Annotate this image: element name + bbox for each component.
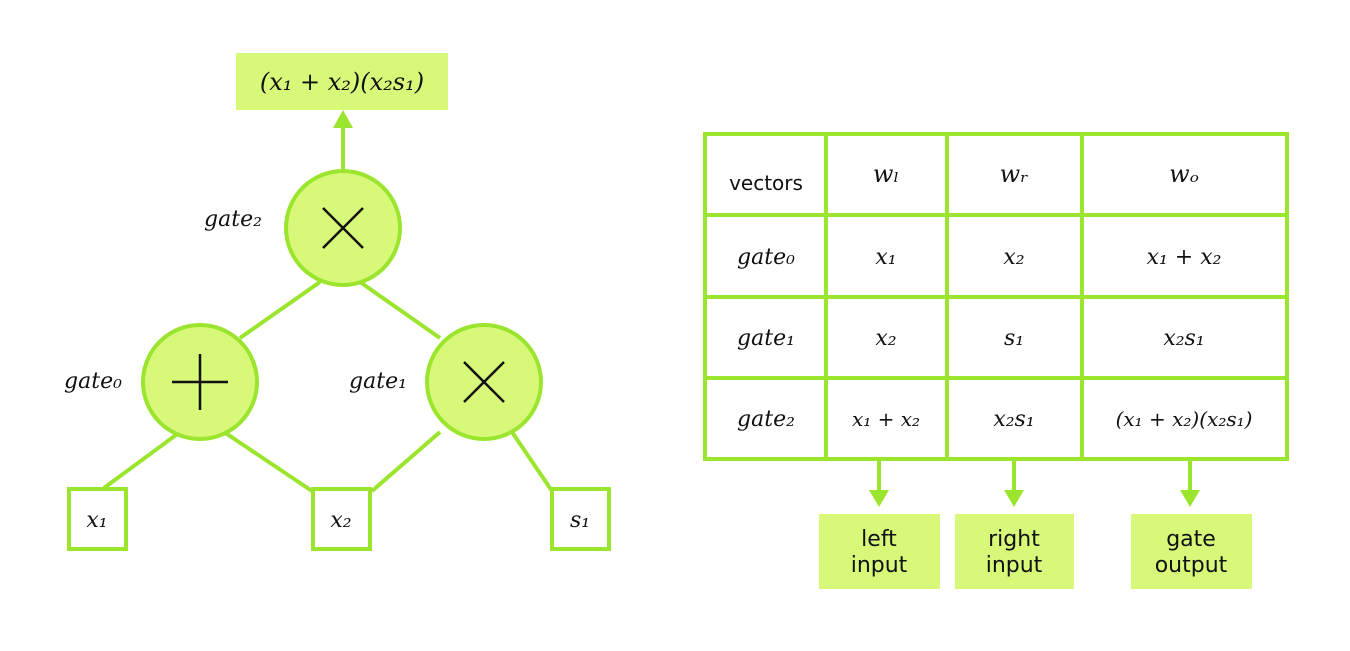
output-box-bg <box>236 53 448 110</box>
input-node-x1: x₁ <box>67 487 128 551</box>
arrow-down-icon <box>1004 490 1024 507</box>
callout-left-input: left input <box>819 459 940 589</box>
arrow-down-icon <box>869 490 889 507</box>
output-arrowhead <box>333 110 353 128</box>
table-cell: gate₂ <box>737 407 795 432</box>
times-icon <box>322 207 364 249</box>
input-node-x2: x₂ <box>311 487 372 551</box>
gate1-label: gate₁ <box>349 369 407 394</box>
plus-icon <box>172 354 228 410</box>
output-box: (x₁ + x₂)(x₂s₁) <box>236 53 448 110</box>
input-label-x1: x₁ <box>86 508 107 533</box>
gate-node-2: gate₂ <box>204 169 402 287</box>
gate0-label: gate₀ <box>64 369 122 394</box>
table-header-wl: wₗ <box>873 160 899 188</box>
table-cell: x₂s₁ <box>1163 326 1204 351</box>
callout-box <box>955 514 1074 589</box>
table-cell: (x₁ + x₂)(x₂s₁) <box>1116 407 1253 431</box>
table-grid <box>703 132 1289 461</box>
edge-gate1-gate2 <box>358 280 442 340</box>
edge-x1-gate0 <box>102 430 182 490</box>
callout-box <box>1131 514 1252 589</box>
callout-box <box>819 514 940 589</box>
gate-node-1: gate₁ <box>349 323 543 441</box>
gate-node-0: gate₀ <box>64 323 259 441</box>
edge-gate0-gate2 <box>238 280 322 340</box>
table-cell: s₁ <box>1004 326 1024 351</box>
callout-right-input: right input <box>955 459 1074 589</box>
callout-label-line1: left <box>861 527 897 552</box>
callout-label-line2: output <box>1155 553 1228 578</box>
callout-label-line1: gate <box>1166 527 1216 552</box>
times-icon <box>463 361 505 403</box>
table-cell: x₂ <box>1003 245 1024 270</box>
callout-label-line2: input <box>986 553 1043 578</box>
callout-gate-output: gate output <box>1131 459 1252 589</box>
table-cell: gate₁ <box>737 326 795 351</box>
callout-label-line2: input <box>851 553 908 578</box>
table-header-wr: wᵣ <box>1000 160 1029 188</box>
edge-x2-gate0 <box>222 430 314 493</box>
table-header-wo: wₒ <box>1169 160 1199 188</box>
table-header-vectors: vectors <box>729 171 803 195</box>
input-box-x1 <box>67 487 128 551</box>
table-cell: x₁ + x₂ <box>852 407 920 431</box>
table-cell: x₁ <box>875 245 896 270</box>
edge-x2-gate1 <box>370 430 442 493</box>
vector-table: vectors wₗ wᵣ wₒ gate₀ x₁ x₂ x₁ + x₂ gat… <box>703 132 1289 461</box>
table-cell: x₂ <box>875 326 896 351</box>
input-node-s1: s₁ <box>550 487 611 551</box>
output-expression: (x₁ + x₂)(x₂s₁) <box>260 68 424 96</box>
table-cell: x₁ + x₂ <box>1147 245 1222 270</box>
input-label-s1: s₁ <box>570 508 590 533</box>
edge-s1-gate1 <box>510 430 554 493</box>
table-cell: gate₀ <box>737 245 795 270</box>
input-box-x2 <box>311 487 372 551</box>
input-label-x2: x₂ <box>330 508 351 533</box>
gate2-label: gate₂ <box>204 207 262 232</box>
table-cell: x₂s₁ <box>993 407 1034 432</box>
circuit: (x₁ + x₂)(x₂s₁) gate₂ gate₀ <box>64 53 611 551</box>
callouts: left input right input gate output <box>819 459 1252 589</box>
input-box-s1 <box>550 487 611 551</box>
callout-label-line1: right <box>988 527 1040 552</box>
arrow-down-icon <box>1180 490 1200 507</box>
circuit-edges <box>102 125 554 493</box>
